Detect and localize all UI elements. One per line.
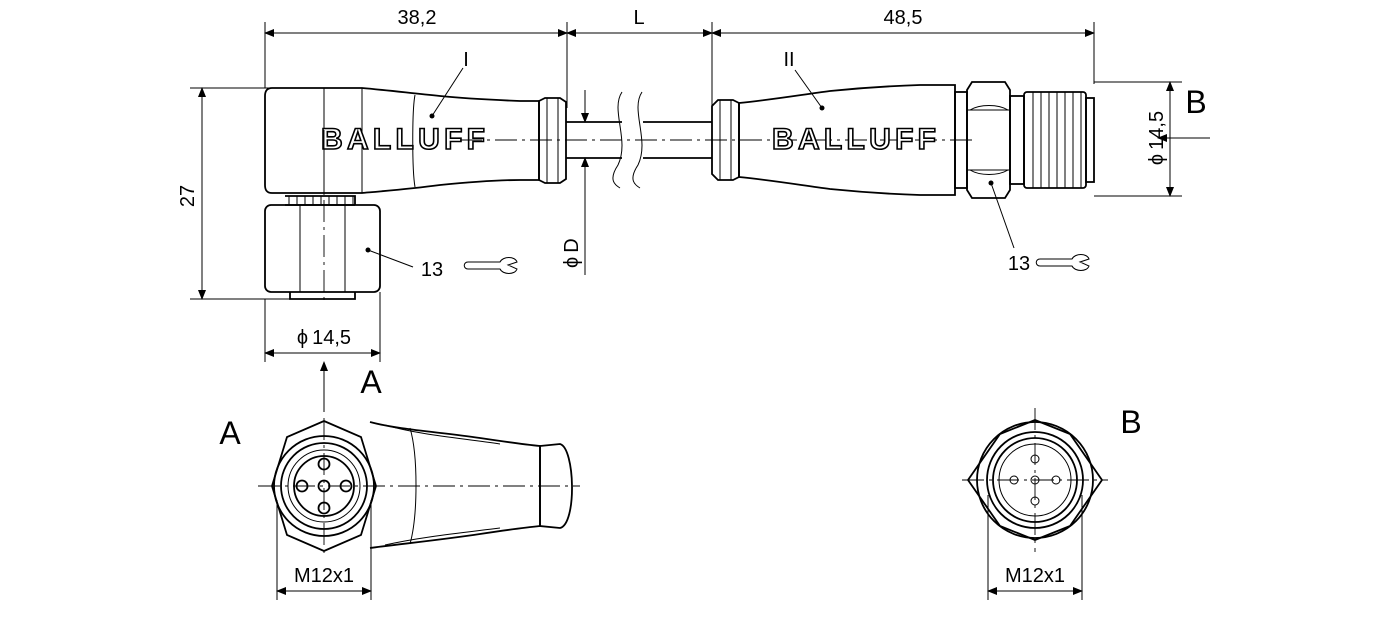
dim-cable-length: L xyxy=(633,7,644,29)
thread-label-male: M12x1 xyxy=(1005,565,1065,587)
part-labels: I II 13 13 xyxy=(365,49,1030,281)
dim-height: 27 xyxy=(177,185,199,207)
brand-logo-male: BALLUFF xyxy=(772,123,937,156)
label-part-i: I xyxy=(463,49,469,71)
male-body-outline xyxy=(738,84,956,196)
thread-label-female: M12x1 xyxy=(294,565,354,587)
top-dimensions: 38,2 L 48,5 xyxy=(264,7,1095,108)
view-a-arrow-label: A xyxy=(360,364,382,400)
dim-cable-diameter: ϕD xyxy=(561,238,583,268)
view-a-female-face: A M12x1 xyxy=(219,415,580,600)
view-b-male-face: B M12x1 xyxy=(962,404,1142,600)
wrench-icon-male xyxy=(1035,254,1090,271)
label-wrench-female: 13 xyxy=(421,259,443,281)
female-body-outline xyxy=(264,87,540,194)
height-dimension: 27 xyxy=(177,87,290,300)
view-b-title: B xyxy=(1120,404,1141,440)
view-b-arrow-label: B xyxy=(1185,84,1206,120)
dim-male-length: 48,5 xyxy=(884,7,923,29)
male-straight-connector: BALLUFF ϕ14,5 B xyxy=(711,81,1210,199)
view-a-title: A xyxy=(219,415,241,451)
cable: ϕD xyxy=(460,90,975,275)
wrench-icon-female xyxy=(463,257,518,274)
view-a-grip-sleeve xyxy=(539,443,573,529)
female-grip-sleeve xyxy=(538,97,567,184)
brand-logo-female: BALLUFF xyxy=(321,123,486,156)
label-part-ii: II xyxy=(783,49,794,71)
male-hex-nut xyxy=(966,81,1011,199)
label-wrench-male: 13 xyxy=(1008,253,1030,275)
female-hex-nut xyxy=(264,204,381,293)
female-angled-connector: BALLUFF xyxy=(264,87,567,305)
dim-female-length: 38,2 xyxy=(398,7,437,29)
